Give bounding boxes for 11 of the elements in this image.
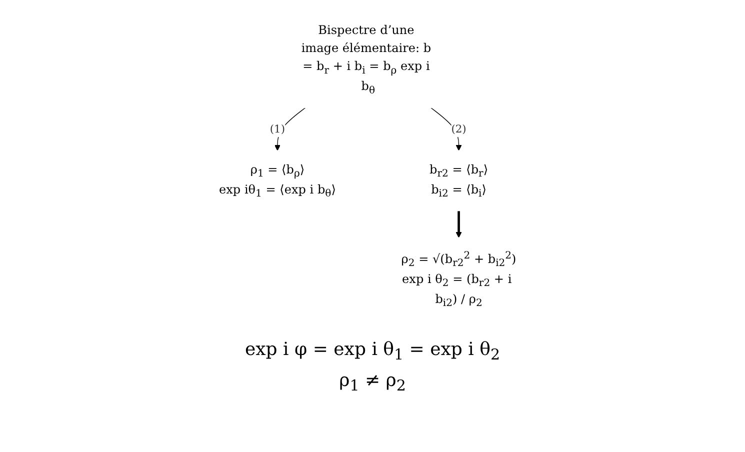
arrow [274,107,306,151]
node-text: Bispectre d’une image élémentaire: b = b$_{r}$ + i b$_{i}$ = b$_{ρ}$ exp i b$_{θ}$ [301,23,432,96]
edge-label: (1) [270,122,286,136]
equation-text: ρ$_{1}$ ≠ ρ$_{2}$ [339,370,406,391]
node-text: ρ$_{2}$ = √(b$_{r2}$$^{2}$ + b$_{i2}$$^{2}$) exp i θ$_{2}$ = (b$_{r2}$ + i b$_{i2}$) / ρ$_{2}$ [401,248,516,309]
node-text: ρ$_{1}$ = ⟨b$_{ρ}$⟩ exp iθ$_{1}$ = ⟨exp i b$_{θ}$⟩ [219,162,336,200]
edge-label: (2) [451,122,467,136]
arrow [430,107,462,151]
arrow [456,210,462,238]
node-text: b$_{r2}$ = ⟨b$_{r}$⟩ b$_{i2}$ = ⟨b$_{i}$⟩ [430,162,488,200]
equation-text: exp i φ = exp i θ$_{1}$ = exp i θ$_{2}$ [244,339,500,360]
